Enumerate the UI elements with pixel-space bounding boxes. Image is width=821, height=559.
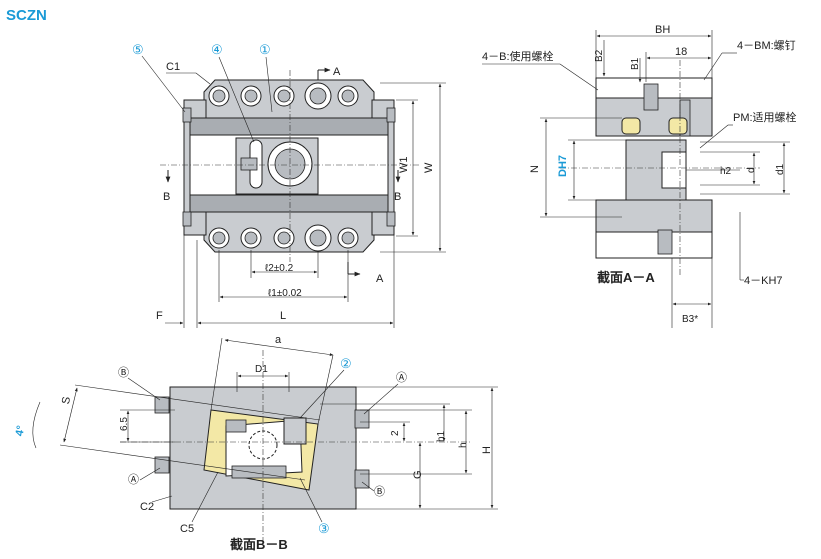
label-c5: C5 [180,523,194,535]
label-b3: B3* [682,314,698,325]
label-s: S [60,396,73,405]
label-l2: ℓ2±0.2 [265,263,294,274]
callout-3: ③ [318,521,330,536]
ref-a-top: Ⓐ [396,371,407,384]
label-l: L [280,310,286,322]
section-b-b: a D1 S 4° 6.5 2 h1 h H G Ⓑ Ⓐ [14,334,498,552]
label-c1: C1 [166,61,180,73]
label-g: G [412,470,424,479]
label-b2: B2 [594,49,605,62]
label-4b-bolt: 4－B:使用螺栓 [482,49,554,63]
label-2: 2 [390,430,401,436]
callout-1: ① [259,42,271,57]
label-dh7: DH7 [557,155,569,177]
label-a: a [275,334,282,346]
bottom-holes [208,224,359,252]
callout-4: ④ [211,42,223,57]
label-4k: 4－KH7 [744,275,783,287]
aa-pad-top-right [668,117,688,135]
section-a-a: BH 18 B2 B1 4－B:使用螺栓 4－BM:螺钉 PM:适用螺栓 N D… [482,24,797,328]
ref-b-top: Ⓑ [118,366,129,379]
label-a-top: A [333,66,341,78]
label-n: N [529,165,541,173]
label-a-bottom: A [376,273,384,285]
label-b-left: B [163,191,170,203]
label-c2: C2 [140,501,154,513]
callout-2: ② [340,356,352,371]
label-f: F [156,310,163,322]
label-w1: W1 [398,157,410,174]
label-d1: d1 [775,163,786,175]
label-d1-bb: D1 [255,364,268,375]
label-angle: 4° [14,425,28,437]
label-b1: B1 [630,57,641,70]
label-b-right: B [394,191,401,203]
label-18: 18 [675,46,687,58]
caption-section-a-a: 截面A－A [597,270,655,285]
label-h: h [458,442,469,448]
label-H: H [481,446,493,454]
aa-pad-top-left [621,117,641,135]
label-l1: ℓ1±0.02 [268,288,302,299]
label-bh: BH [655,24,670,36]
caption-section-b-b: 截面B－B [230,537,288,552]
product-title: SCZN [6,7,47,24]
label-6-5: 6.5 [119,417,130,431]
label-w: W [423,162,435,173]
label-4bm-screw: 4－BM:螺钉 [737,39,796,52]
label-pm: PM:适用螺栓 [733,110,797,124]
label-h1: h1 [436,430,447,442]
label-h2: h2 [720,166,732,177]
lower-plate [189,194,389,213]
ref-b-bottom: Ⓑ [374,485,385,498]
ref-a-bottom: Ⓐ [128,473,139,486]
top-holes [208,82,359,110]
top-view: A A B B ⑤ ④ ① C1 W W1 ℓ2±0.2 ℓ1±0.02 [132,42,446,328]
upper-plate [189,117,389,136]
label-d: d [746,167,757,173]
adjust-screw [240,157,258,171]
callout-5: ⑤ [132,42,144,57]
